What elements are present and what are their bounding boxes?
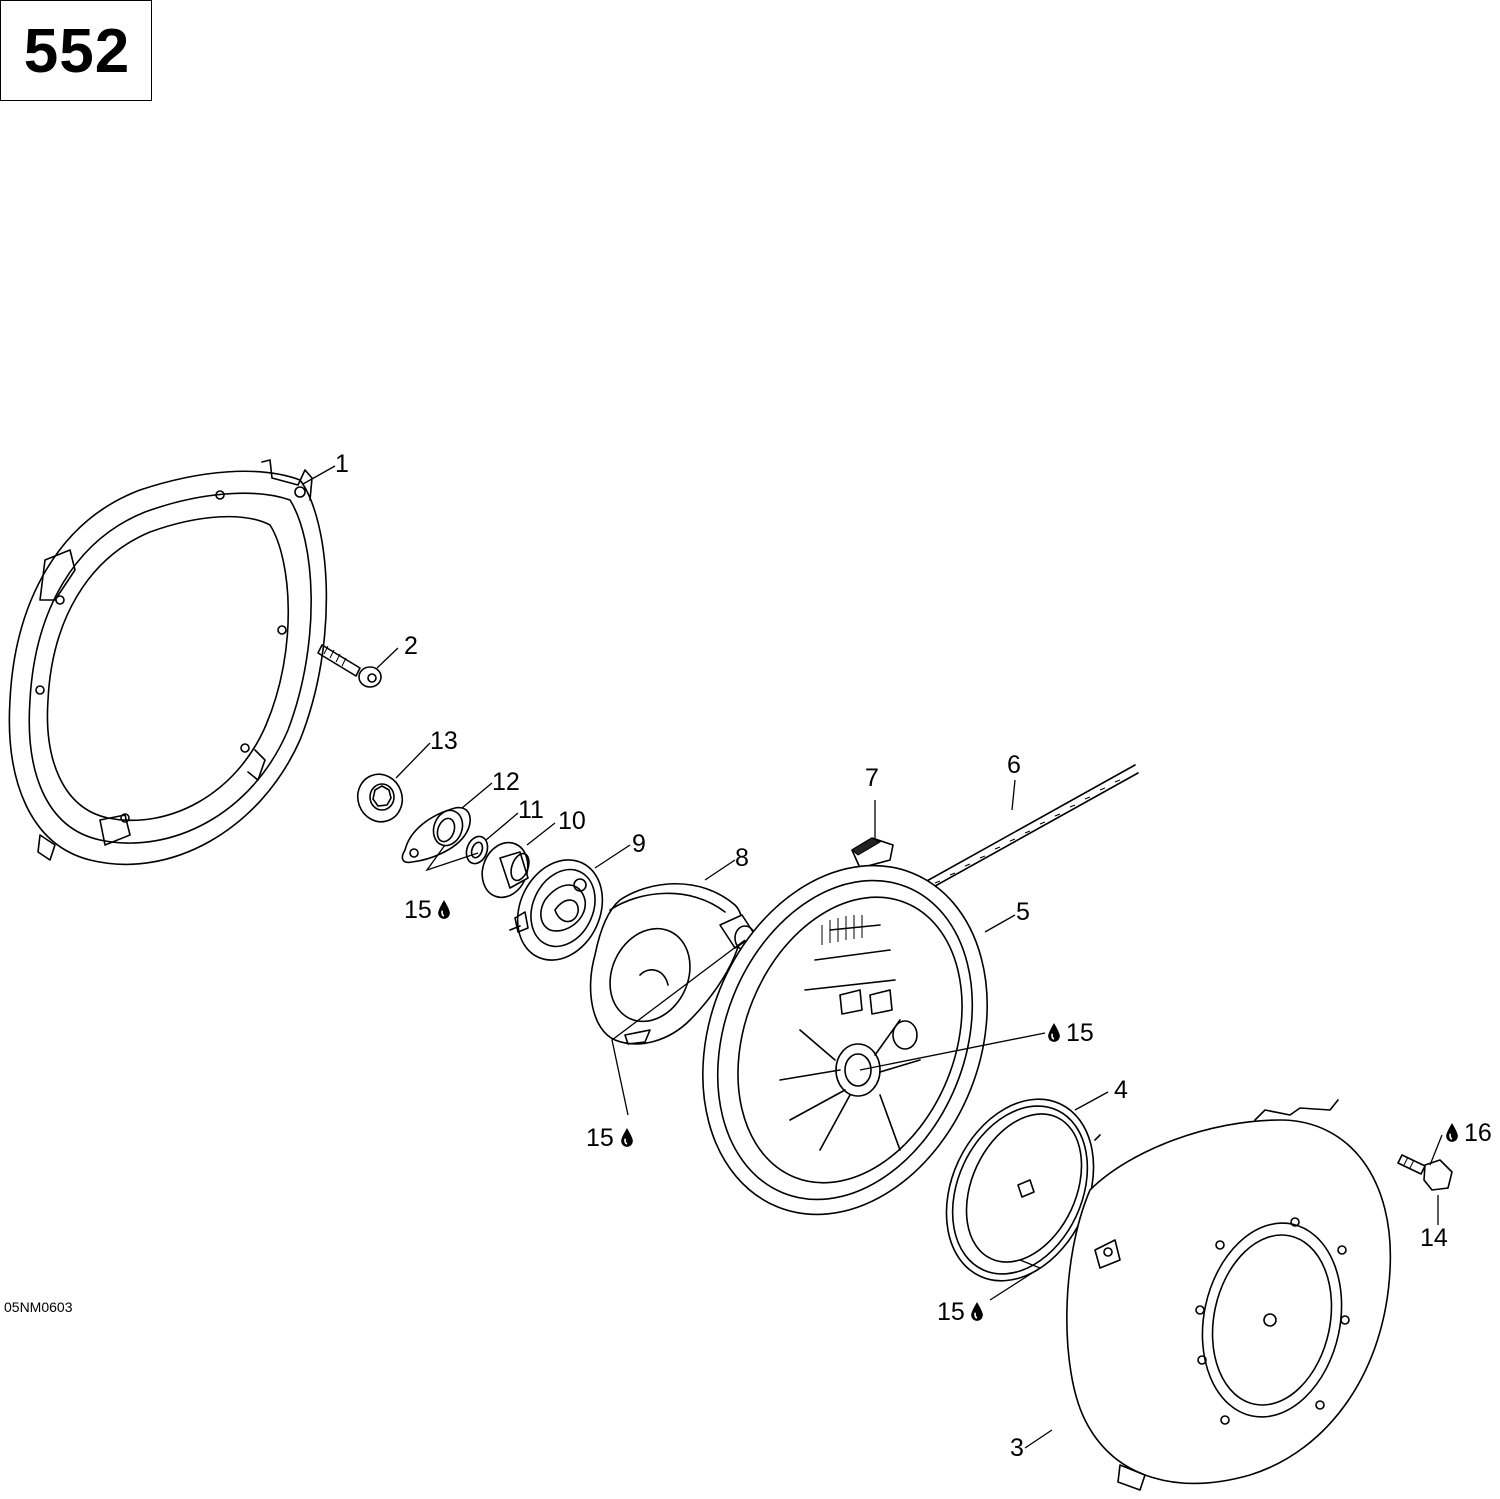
oil-drop-icon: [970, 1301, 984, 1322]
rope-pulley-sheave: [702, 864, 988, 1216]
callout-15-left: 15: [404, 896, 432, 924]
callout-2: 2: [404, 632, 418, 660]
reference-code: 05NM0603: [4, 1299, 73, 1315]
callout-15-bottom: 15: [586, 1124, 614, 1152]
starter-cover: [1066, 1099, 1392, 1491]
callout-labels: 1 2 13 12 11 10 9 8 7 6 5 4 14 3 15 15 1…: [335, 450, 1492, 1462]
page-number-box: 552: [0, 0, 152, 101]
callout-14: 14: [1420, 1224, 1448, 1252]
callout-11: 11: [518, 796, 544, 824]
callout-5: 5: [1016, 898, 1030, 926]
star-lock-washer: [356, 773, 404, 823]
callout-10: 10: [558, 807, 586, 835]
callout-1: 1: [335, 450, 349, 478]
oil-drop-icon: [437, 899, 451, 920]
leader-lines: [302, 465, 1443, 1449]
callout-8: 8: [735, 844, 749, 872]
callout-3: 3: [1010, 1434, 1024, 1462]
page-number: 552: [23, 17, 131, 86]
starter-ring-housing: [8, 459, 328, 866]
pawl-spring-housing: [509, 859, 604, 961]
recoil-spring: [945, 1098, 1101, 1282]
screw: [317, 644, 382, 688]
eccentric-plate: [401, 806, 471, 864]
oil-drop-icon: [620, 1127, 634, 1148]
callout-15-right: 15: [937, 1298, 965, 1326]
callout-4: 4: [1114, 1076, 1128, 1104]
starter-rope: [924, 764, 1139, 891]
callout-16: 16: [1464, 1119, 1492, 1147]
callout-15-center: 15: [1066, 1019, 1094, 1047]
bushing: [481, 841, 530, 899]
callout-12: 12: [492, 768, 520, 796]
oil-drop-icon: [1047, 1022, 1061, 1043]
small-washer: [465, 835, 489, 865]
pawl: [851, 837, 894, 869]
callout-9: 9: [632, 830, 646, 858]
oil-drop-icon: [1445, 1122, 1459, 1143]
cam-plate: [589, 882, 756, 1045]
callout-13: 13: [430, 727, 458, 755]
hex-bolt: [1397, 1154, 1453, 1191]
callout-6: 6: [1007, 751, 1021, 779]
callout-7: 7: [865, 764, 879, 792]
